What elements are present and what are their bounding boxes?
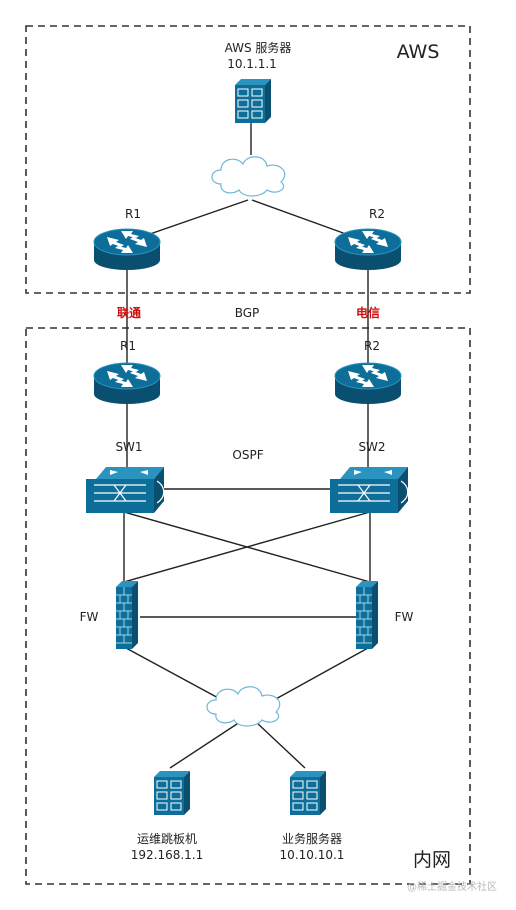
r2-label: R2: [364, 339, 380, 353]
bgp-label: BGP: [235, 306, 260, 320]
aws-r2-router-icon: [334, 228, 402, 271]
link-cloud-biz: [255, 721, 306, 769]
aws-server-icon: [234, 78, 272, 124]
jump-host-server-icon: [153, 770, 191, 816]
sw1-label: SW1: [115, 440, 142, 454]
ospf-label: OSPF: [232, 448, 263, 462]
aws-r2-label: R2: [369, 207, 385, 221]
right-isp-label: 电信: [356, 305, 380, 320]
aws-server-ip: 10.1.1.1: [227, 57, 277, 71]
biz-server-icon: [289, 770, 327, 816]
fw-left-firewall-icon: [115, 580, 139, 650]
sw2-switch-icon: [329, 466, 409, 514]
link-fwleft-cloud: [125, 647, 223, 701]
intranet-zone-label: 内网: [413, 849, 451, 871]
link-fwright-cloud: [273, 647, 369, 701]
aws-r1-router-icon: [93, 228, 161, 271]
watermark: @稀土掘金技术社区: [407, 880, 497, 893]
fw-right-firewall-icon: [355, 580, 379, 650]
biz-server-ip: 10.10.10.1: [280, 848, 345, 862]
r2-router-icon: [334, 362, 402, 405]
links: [123, 120, 371, 769]
aws-zone-boundary: [25, 25, 471, 294]
aws-cloud-icon: [211, 156, 286, 197]
sw2-label: SW2: [358, 440, 385, 454]
sw1-switch-icon: [85, 466, 165, 514]
r1-router-icon: [93, 362, 161, 405]
aws-r1-label: R1: [125, 207, 141, 221]
jump-host-name: 运维跳板机: [137, 832, 197, 846]
aws-zone-label: AWS: [397, 41, 440, 63]
link-sw2-fwleft: [123, 511, 371, 583]
biz-server-name: 业务服务器: [282, 831, 342, 846]
r1-label: R1: [120, 339, 136, 353]
fw-right-label: FW: [395, 610, 414, 624]
left-isp-label: 联通: [117, 305, 141, 320]
link-cloud-jump: [169, 721, 241, 769]
aws-server-name: AWS 服务器: [225, 40, 292, 55]
fw-left-label: FW: [80, 610, 99, 624]
intranet-zone-boundary: [25, 327, 471, 885]
jump-host-ip: 192.168.1.1: [131, 848, 204, 862]
intranet-cloud-icon: [206, 686, 281, 727]
